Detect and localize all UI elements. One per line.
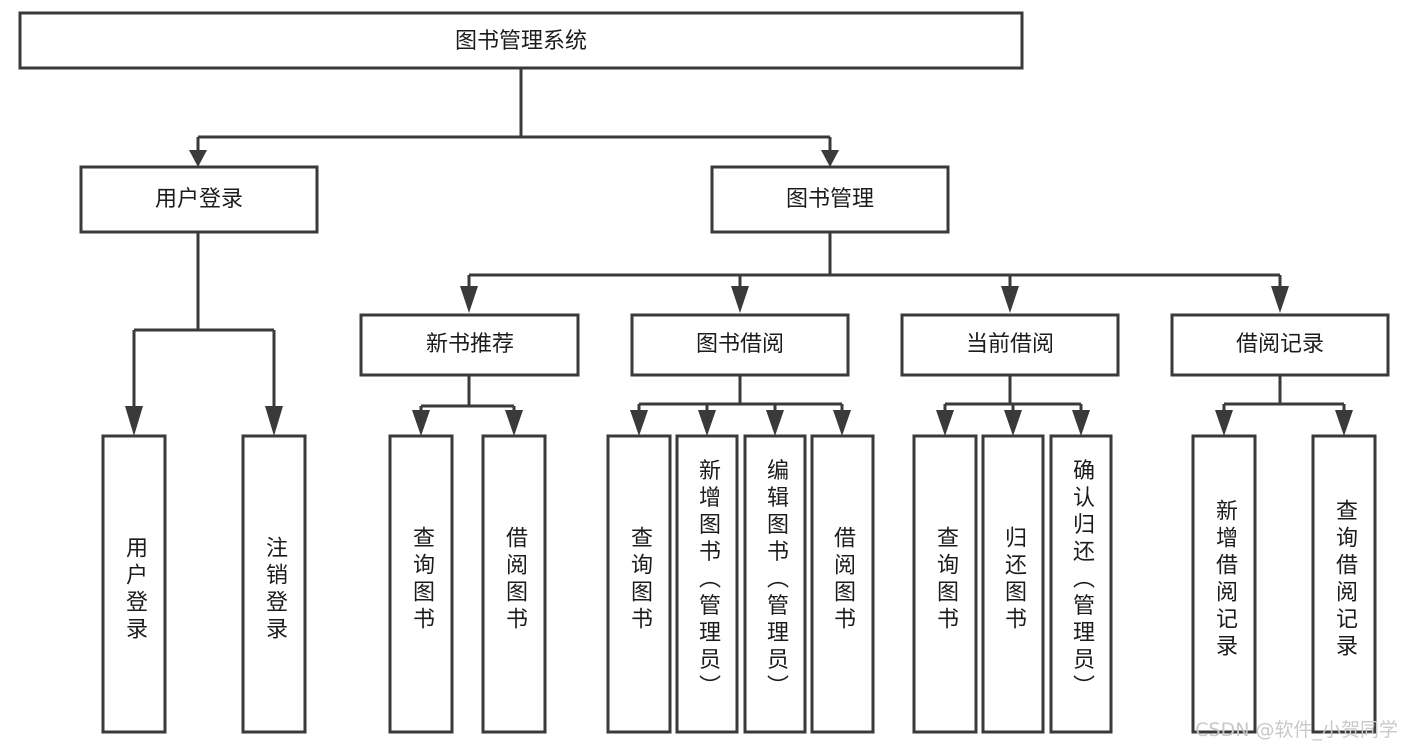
leaf-node-borrowrecord-add-record-label: 新增借阅记录 <box>1212 499 1238 661</box>
leaf-node-newbook-query-book-label: 查询图书 <box>409 526 435 634</box>
arrow-head-currentborrow-leaf-3 <box>1072 410 1090 436</box>
node-book-management-label: 图书管理 <box>786 187 874 212</box>
node-user-login[interactable]: 用户登录 <box>79 165 319 234</box>
node-root-book-management-system[interactable]: 图书管理系统 <box>18 11 1024 70</box>
arrow-head-new-book <box>460 286 478 313</box>
arrow-head-borrowrecord-leaf-2 <box>1335 410 1353 436</box>
arrow-head-borrowrecord-leaf-1 <box>1215 410 1233 436</box>
arrow-head-current-borrow <box>1001 286 1019 313</box>
leaf-node-bookborrow-query-book-label: 查询图书 <box>627 526 653 634</box>
arrow-head-bookborrow-leaf-1 <box>630 410 648 436</box>
leaf-node-newbook-borrow-book-label: 借阅图书 <box>502 526 528 634</box>
arrow-head-bookborrow-leaf-2 <box>698 410 716 436</box>
node-new-book-recommend-label: 新书推荐 <box>426 332 514 357</box>
leaf-node-currentborrow-return-book[interactable]: 归还图书 <box>981 434 1045 734</box>
node-book-borrow[interactable]: 图书借阅 <box>630 313 850 377</box>
arrow-head-book-borrow <box>731 286 749 313</box>
node-borrow-record[interactable]: 借阅记录 <box>1170 313 1390 377</box>
node-user-login-label: 用户登录 <box>155 187 243 212</box>
node-borrow-record-label: 借阅记录 <box>1236 332 1324 357</box>
leaf-node-logout[interactable]: 注销登录 <box>241 434 307 734</box>
leaf-node-user-login[interactable]: 用户登录 <box>101 434 167 734</box>
leaf-node-currentborrow-confirm-return-admin-label: 确认归还（管理员） <box>1069 459 1095 702</box>
leaf-node-bookborrow-borrow-book-label: 借阅图书 <box>830 526 856 634</box>
connector-layer <box>125 68 1353 436</box>
leaf-node-currentborrow-query-book-label: 查询图书 <box>933 526 959 634</box>
arrow-head-bookborrow-leaf-4 <box>833 410 851 436</box>
arrow-head-borrow-record <box>1271 286 1289 313</box>
arrow-head-book-manage <box>821 150 839 167</box>
arrow-head-newbook-leaf-2 <box>505 410 523 436</box>
arrow-head-leaf-logout <box>265 406 283 436</box>
leaf-node-newbook-query-book[interactable]: 查询图书 <box>388 434 454 734</box>
leaf-node-borrowrecord-query-record[interactable]: 查询借阅记录 <box>1311 434 1377 734</box>
leaf-node-newbook-borrow-book[interactable]: 借阅图书 <box>481 434 547 734</box>
arrow-head-currentborrow-leaf-1 <box>936 410 954 436</box>
node-book-management[interactable]: 图书管理 <box>710 165 950 234</box>
arrow-head-user-login <box>189 150 207 167</box>
leaf-node-borrowrecord-query-record-label: 查询借阅记录 <box>1332 499 1358 661</box>
leaf-node-bookborrow-edit-book-admin-label: 编辑图书（管理员） <box>763 459 789 702</box>
arrow-head-bookborrow-leaf-3 <box>766 410 784 436</box>
leaf-node-borrowrecord-add-record[interactable]: 新增借阅记录 <box>1191 434 1257 734</box>
leaf-node-bookborrow-add-book-admin-label: 新增图书（管理员） <box>695 459 721 702</box>
arrow-head-currentborrow-leaf-2 <box>1004 410 1022 436</box>
arrow-head-newbook-leaf-1 <box>412 410 430 436</box>
leaf-node-user-login-label: 用户登录 <box>122 536 148 644</box>
leaf-node-bookborrow-edit-book-admin[interactable]: 编辑图书（管理员） <box>743 434 807 734</box>
node-new-book-recommend[interactable]: 新书推荐 <box>359 313 580 377</box>
watermark-label: CSDN @软件_小贺同学 <box>1195 719 1398 741</box>
node-book-borrow-label: 图书借阅 <box>696 332 784 357</box>
node-current-borrow[interactable]: 当前借阅 <box>900 313 1120 377</box>
leaf-node-currentborrow-query-book[interactable]: 查询图书 <box>912 434 978 734</box>
leaf-node-currentborrow-return-book-label: 归还图书 <box>1001 526 1027 634</box>
node-root-label: 图书管理系统 <box>455 29 587 54</box>
node-current-borrow-label: 当前借阅 <box>966 332 1054 357</box>
leaf-node-bookborrow-query-book[interactable]: 查询图书 <box>606 434 672 734</box>
leaf-node-currentborrow-confirm-return-admin[interactable]: 确认归还（管理员） <box>1049 434 1113 734</box>
leaf-node-bookborrow-add-book-admin[interactable]: 新增图书（管理员） <box>675 434 739 734</box>
leaf-node-bookborrow-borrow-book[interactable]: 借阅图书 <box>810 434 875 734</box>
leaf-node-logout-label: 注销登录 <box>262 536 288 644</box>
arrow-head-leaf-user-login <box>125 406 143 436</box>
